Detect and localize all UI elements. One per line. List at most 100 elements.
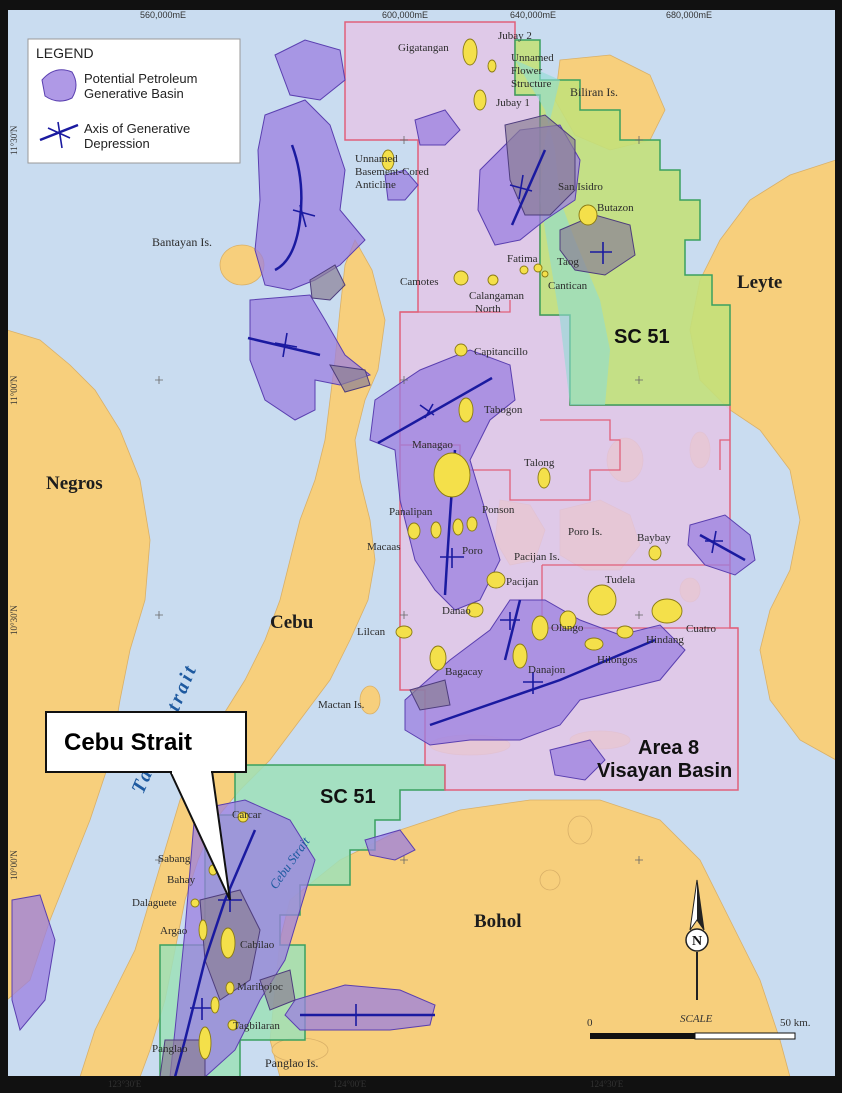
axis-east [699, 533, 746, 562]
structure-fatima [519, 265, 529, 275]
structure-butazon [578, 204, 598, 226]
legend-title: LEGEND [36, 45, 94, 61]
label-taog: Taog [557, 256, 579, 268]
label-pacijan: Pacijan [506, 576, 539, 588]
label-panglao-structure: Panglao [152, 1043, 188, 1055]
scale-zero: 0 [587, 1017, 593, 1029]
structure-pacijan [486, 571, 506, 589]
label-maribojoc: Maribojoc [237, 981, 283, 993]
grid-label-top: 600,000mE [382, 10, 428, 20]
basin-butazon [559, 214, 636, 276]
legend-axis-label: Axis of Generative [84, 121, 190, 136]
grid-label-left: 11°30'N [9, 125, 19, 155]
structure-baybay [648, 545, 662, 561]
grid-label-left: 11°00'N [9, 375, 19, 405]
basin-overlap [259, 969, 296, 1011]
label-baybay: Baybay [637, 532, 671, 544]
label-talong: Talong [524, 457, 555, 469]
structures [190, 38, 683, 1060]
structure-cuatro [651, 598, 683, 624]
structure-talong [537, 467, 551, 489]
island-labels: Leyte Negros Cebu Bohol Biliran Is. Bant… [46, 85, 782, 1070]
label-cuatro: Cuatro [686, 623, 716, 635]
label-negros: Negros [46, 473, 103, 494]
label-capitancillo: Capitancillo [474, 346, 528, 358]
structure-tabogon [458, 397, 474, 423]
label-bohol: Bohol [474, 911, 522, 932]
structure-dalaguete [190, 898, 200, 908]
structure-panglao [198, 1026, 212, 1060]
structure-danao [466, 602, 484, 618]
label-sc51-south: SC 51 [320, 786, 376, 808]
label-lilcan: Lilcan [357, 626, 386, 638]
structure-olango [531, 615, 549, 641]
structure-argao [198, 919, 208, 941]
grid-labels: 560,000mE 600,000mE 640,000mE 680,000mE … [9, 10, 712, 1089]
grid-label-bottom: 124°30'E [590, 1079, 624, 1089]
axis-olango [503, 599, 522, 661]
label-sabang: Sabang [158, 853, 191, 865]
axis-cebu-strait [173, 829, 257, 1077]
structure-cabilao [220, 927, 236, 959]
basin-overlap [159, 1039, 206, 1077]
structure-taog [533, 263, 543, 273]
basin-small-bohol-n [364, 829, 416, 861]
grid-label-top: 560,000mE [140, 10, 186, 20]
label-jubay2: Jubay 2 [498, 30, 532, 42]
grid-label-bottom: 123°30'E [108, 1079, 142, 1089]
scale-black-segment [590, 1033, 695, 1039]
scale-max: 50 km. [780, 1017, 811, 1029]
structure-jubay2 [487, 59, 497, 73]
depression-axes [173, 144, 746, 1077]
structure-maribojoc [225, 981, 235, 995]
islet [567, 815, 593, 845]
structure-tudela [587, 584, 617, 616]
legend: LEGEND Potential Petroleum Generative Ba… [27, 38, 241, 164]
structure-poro [452, 518, 464, 536]
label-visayan-basin: Visayan Basin [597, 760, 732, 782]
label-unnamed-bc: Unnamed [355, 153, 398, 165]
label-butazon: Butazon [597, 202, 634, 214]
structure-macaas [407, 522, 421, 540]
callout-label: Cebu Strait [64, 729, 192, 756]
label-olango: Olango [551, 622, 584, 634]
label-calangaman-north: North [475, 303, 501, 315]
structure-ponson [466, 516, 478, 532]
label-danajon: Danajon [528, 664, 566, 676]
label-biliran: Biliran Is. [570, 85, 618, 99]
cebu-island [79, 239, 386, 1077]
structure-jubay1 [473, 89, 487, 111]
label-poro-island: Poro Is. [568, 526, 602, 538]
label-hindang: Hindang [646, 634, 684, 646]
legend-axis-label: Depression [84, 136, 150, 151]
label-gigatangan: Gigatangan [398, 42, 449, 54]
label-unnamed-bc: Anticline [355, 179, 396, 191]
islet [539, 869, 561, 891]
label-carcar: Carcar [232, 809, 262, 821]
label-tagbilaran: Tagbilaran [233, 1020, 280, 1032]
structure-danajon [512, 643, 528, 669]
label-ponson: Ponson [482, 504, 515, 516]
basin-east [687, 514, 756, 576]
legend-basin-label: Generative Basin [84, 86, 184, 101]
structure-capitancillo [454, 343, 468, 357]
scale-bar: 0 SCALE 50 km. [587, 1013, 811, 1040]
basin-bantayan [249, 294, 372, 421]
label-pacijan-island: Pacijan Is. [514, 551, 560, 563]
grid-label-left: 10°30'N [9, 605, 19, 635]
legend-axis-cross [47, 121, 71, 149]
basin-top-small [384, 169, 419, 201]
basin-overlap [329, 364, 371, 393]
callout-join [172, 770, 211, 774]
north-circle [685, 928, 709, 952]
structure-maribojoc2 [210, 996, 220, 1014]
structure-panalipan [430, 521, 442, 539]
label-cabilao: Cabilao [240, 939, 275, 951]
axis-cross-symbols [190, 174, 723, 1026]
label-cantican: Cantican [548, 280, 588, 292]
label-bahay: Bahay [167, 874, 196, 886]
label-poro: Poro [462, 545, 483, 557]
structure-bagacay [429, 645, 447, 671]
north-label: N [692, 934, 702, 949]
